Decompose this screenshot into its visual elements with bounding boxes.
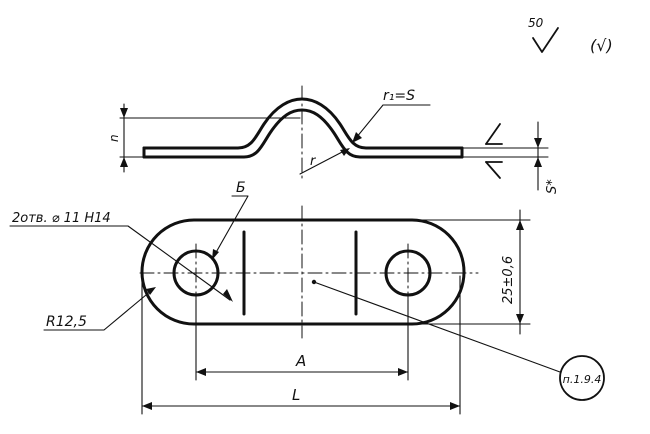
length-label: L: [292, 386, 300, 404]
spacing-label: A: [295, 352, 306, 370]
roughness-symbol: 50 (√): [528, 16, 613, 55]
roughness-value: 50: [528, 16, 544, 30]
radius-label: R12,5: [46, 314, 87, 330]
height-label: n: [107, 134, 121, 142]
roughness-note: (√): [590, 36, 613, 55]
thickness-label: S*: [545, 179, 560, 194]
detail-label: Б: [236, 180, 246, 196]
note-bubble: [559, 355, 605, 401]
r-label: r: [310, 154, 317, 169]
width-label: 25±0,6: [501, 256, 516, 304]
side-view: n r₁=S r S*: [107, 85, 560, 194]
holes-label: 2отв. ⌀ 11 H14: [12, 211, 111, 226]
r1-label: r₁=S: [383, 88, 415, 104]
note-ref: п.1.9.4: [563, 373, 602, 386]
plan-view: 2отв. ⌀ 11 H14 Б R12,5 25±0,6 A L: [9, 180, 605, 415]
